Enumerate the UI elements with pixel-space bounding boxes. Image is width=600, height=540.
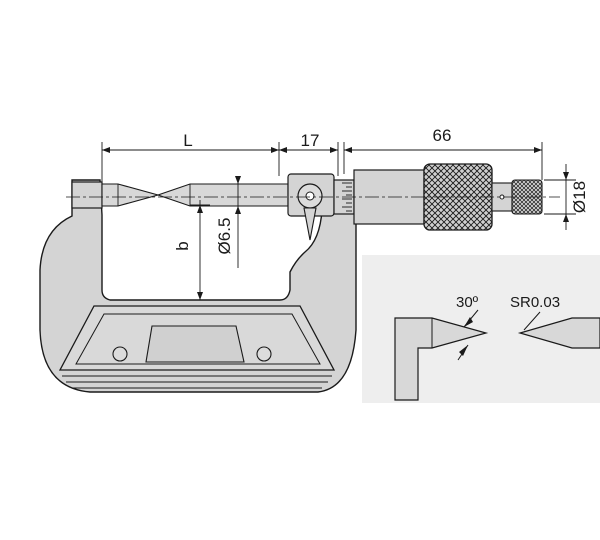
detail-spindle-tip [517,317,600,349]
anvil-and-spindle [71,181,289,209]
rivet-right [256,346,272,362]
dimension-arrows [102,147,569,300]
spindle-lock [287,173,335,241]
anvil-stub [71,181,103,209]
dim-label-b: b [173,241,192,250]
rivet-left [112,346,128,362]
radius-label: SR0.03 [510,294,560,311]
lock-lever [303,207,317,241]
dimension-lines [101,142,576,300]
label-recess [145,325,245,363]
anvil-point [101,183,161,207]
angle-label: 30º [456,294,479,311]
dim-label-66: 66 [433,126,452,145]
dim-label-L: L [183,131,192,150]
dim-label-17: 17 [301,131,320,150]
spindle-point [156,183,289,207]
dim-label-spindle-dia: Ø6.5 [215,218,234,255]
dim-label-ratchet-dia: Ø18 [570,181,589,213]
detail-inset: 30º SR0.03 [362,255,600,403]
detail-anvil-tip [394,317,489,401]
